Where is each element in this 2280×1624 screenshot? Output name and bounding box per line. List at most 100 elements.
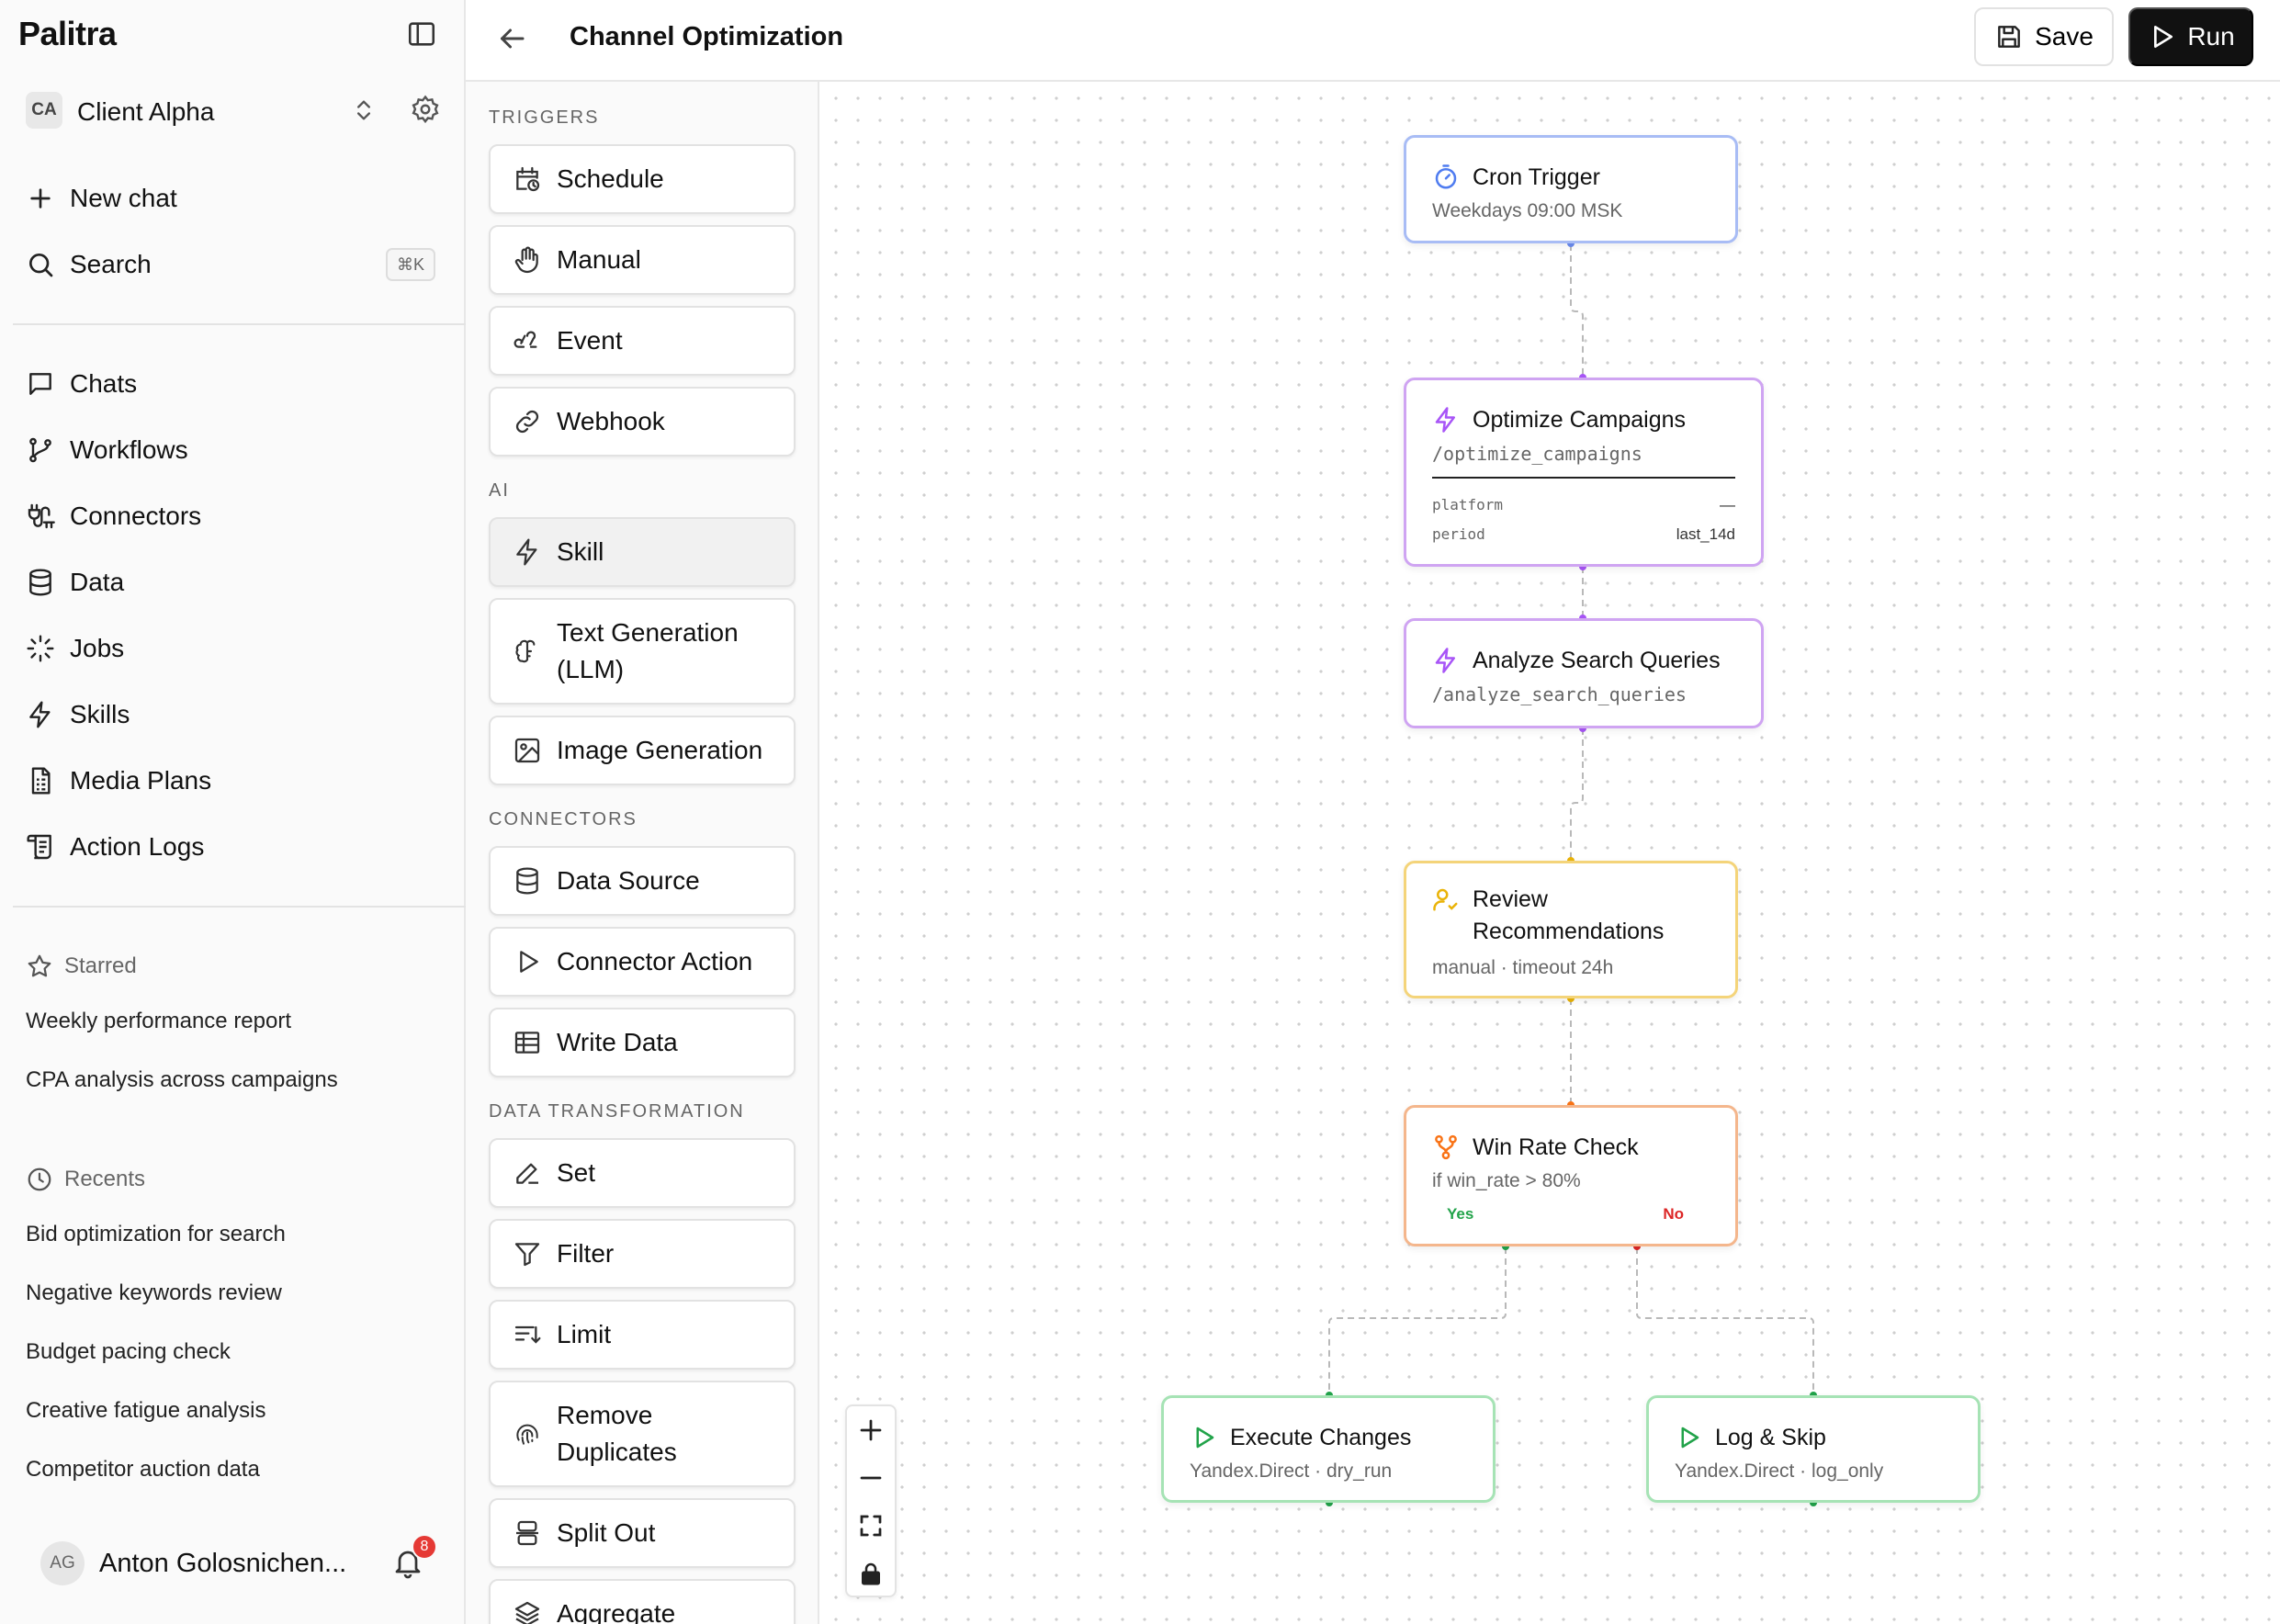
palette-section-title: CONNECTORS (489, 809, 638, 829)
palette-item-write-data[interactable]: Write Data (489, 1008, 796, 1077)
sidebar-item-workflows[interactable]: Workflows (26, 430, 448, 470)
edge-yes-execute (1328, 1247, 1507, 1395)
param-value: last_14d (1676, 525, 1735, 543)
play-icon (1681, 1427, 1699, 1449)
node-param-row: period last_14d (1432, 525, 1735, 544)
layers-icon (514, 1601, 540, 1624)
run-button[interactable]: Run (2128, 7, 2253, 66)
palette-item-aggregate[interactable]: Aggregate (489, 1579, 796, 1624)
palette-item-set[interactable]: Set (489, 1138, 796, 1208)
client-switcher[interactable]: CA Client Alpha (26, 90, 448, 132)
palette-item-webhook[interactable]: Webhook (489, 387, 796, 457)
gear-icon[interactable] (410, 94, 441, 125)
sidebar-item-data[interactable]: Data (26, 562, 448, 603)
node-title: Review Recommendations (1473, 886, 1665, 944)
starred-title: Starred (64, 953, 137, 978)
connector-icon (28, 503, 55, 529)
node-command: /analyze_search_queries (1432, 683, 1687, 705)
palette-item-label: Split Out (557, 1518, 656, 1547)
starred-item[interactable]: CPA analysis across campaigns (26, 1067, 338, 1092)
sidebar: Palitra CA Client Alpha New chat Search … (0, 0, 466, 1624)
palette-item-event[interactable]: Event (489, 306, 796, 376)
top-bar: Channel Optimization Save Run (466, 0, 2280, 82)
node-title: Log & Skip (1715, 1425, 1826, 1450)
recent-item[interactable]: Budget pacing check (26, 1339, 231, 1364)
palette-item-filter[interactable]: Filter (489, 1219, 796, 1289)
sidebar-item-skills[interactable]: Skills (26, 694, 448, 735)
node-cron-trigger[interactable]: Cron Trigger Weekdays 09:00 MSK (1404, 135, 1738, 243)
sidebar-item-jobs[interactable]: Jobs (26, 628, 448, 669)
sidebar-item-label: Workflows (70, 435, 188, 464)
palette-item-label: Remove Duplicates (557, 1401, 677, 1466)
sidebar-item-media-plans[interactable]: Media Plans (26, 761, 448, 801)
node-win-rate-check[interactable]: Win Rate Check if win_rate > 80% Yes No (1404, 1105, 1738, 1246)
node-subtitle: Weekdays 09:00 MSK (1432, 200, 1623, 221)
play-icon (520, 951, 538, 973)
user-check-icon (1433, 888, 1458, 911)
sidebar-item-label: Jobs (70, 634, 125, 662)
node-log-and-skip[interactable]: Log & Skip Yandex.Direct · log_only (1646, 1395, 1981, 1503)
palette-item-label: Schedule (557, 164, 664, 193)
recent-item[interactable]: Competitor auction data (26, 1457, 260, 1482)
zoom-out-button[interactable] (847, 1454, 895, 1502)
back-arrow-icon[interactable] (495, 22, 528, 55)
node-subtitle: Yandex.Direct · dry_run (1190, 1460, 1393, 1482)
palette-item-skill[interactable]: Skill (489, 517, 796, 587)
sidebar-toggle-icon[interactable] (406, 18, 437, 50)
node-param-row: platform — (1432, 496, 1735, 514)
clock-icon (28, 1167, 51, 1191)
workflow-canvas[interactable]: Cron Trigger Weekdays 09:00 MSK Optimize… (819, 82, 2280, 1624)
zoom-in-button[interactable] (847, 1406, 895, 1454)
palette-item-label: Write Data (557, 1028, 678, 1056)
table-icon (514, 1032, 540, 1054)
recents-title: Recents (64, 1167, 146, 1191)
sidebar-item-action-logs[interactable]: Action Logs (26, 827, 448, 867)
palette-item-text-generation[interactable]: Text Generation (LLM) (489, 598, 796, 705)
edge-layer (1326, 240, 1817, 1506)
node-command: /optimize_campaigns (1432, 443, 1642, 465)
palette-item-label: Set (557, 1158, 596, 1187)
bell-icon[interactable] (391, 1547, 424, 1580)
new-chat-button[interactable]: New chat (26, 178, 448, 219)
lock-button[interactable] (847, 1550, 895, 1597)
palette-item-split-out[interactable]: Split Out (489, 1498, 796, 1568)
node-subtitle: manual · timeout 24h (1432, 957, 1614, 978)
search-button[interactable]: Search ⌘K (26, 244, 448, 285)
recent-item[interactable]: Negative keywords review (26, 1280, 282, 1305)
node-title: Analyze Search Queries (1473, 648, 1721, 673)
sidebar-item-connectors[interactable]: Connectors (26, 496, 448, 536)
minus-icon (860, 1476, 882, 1480)
node-subtitle: if win_rate > 80% (1432, 1170, 1581, 1191)
fit-view-button[interactable] (847, 1502, 895, 1550)
user-avatar: AG (40, 1541, 85, 1585)
palette-item-label: Skill (557, 537, 604, 566)
palette-item-label: Filter (557, 1239, 615, 1268)
palette-item-image-generation[interactable]: Image Generation (489, 716, 796, 785)
user-profile[interactable]: AG Anton Golosnichen... 8 (40, 1534, 454, 1587)
webhook-icon (514, 331, 537, 348)
node-review-recommendations[interactable]: Review Recommendations manual · timeout … (1404, 861, 1738, 998)
calendar-clock-icon (516, 166, 540, 192)
param-key: platform (1432, 496, 1504, 513)
palette-item-limit[interactable]: Limit (489, 1300, 796, 1370)
recent-item[interactable]: Creative fatigue analysis (26, 1398, 266, 1423)
sidebar-item-chats[interactable]: Chats (26, 364, 448, 404)
palette-item-remove-duplicates[interactable]: Remove Duplicates (489, 1381, 796, 1487)
search-shortcut: ⌘K (386, 248, 435, 281)
save-button[interactable]: Save (1974, 7, 2114, 66)
palette-item-data-source[interactable]: Data Source (489, 846, 796, 916)
client-name: Client Alpha (77, 97, 215, 126)
node-analyze-search-queries[interactable]: Analyze Search Queries /analyze_search_q… (1404, 618, 1764, 728)
star-icon (28, 954, 51, 977)
starred-section-header: Starred (26, 948, 137, 985)
divider (13, 906, 466, 908)
recent-item[interactable]: Bid optimization for search (26, 1222, 286, 1246)
palette-item-label: Data Source (557, 866, 700, 895)
palette-item-schedule[interactable]: Schedule (489, 144, 796, 214)
starred-item[interactable]: Weekly performance report (26, 1009, 292, 1033)
edge-analyze-review (1570, 728, 1584, 860)
palette-item-connector-action[interactable]: Connector Action (489, 927, 796, 997)
palette-item-manual[interactable]: Manual (489, 225, 796, 295)
node-execute-changes[interactable]: Execute Changes Yandex.Direct · dry_run (1161, 1395, 1496, 1503)
node-optimize-campaigns[interactable]: Optimize Campaigns /optimize_campaigns p… (1404, 378, 1764, 567)
